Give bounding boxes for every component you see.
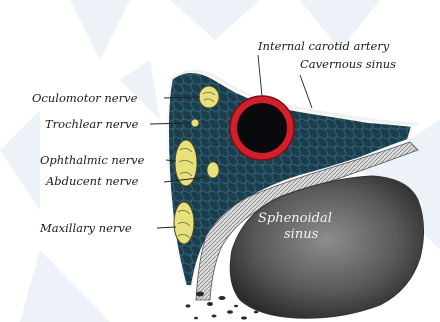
trochlear-nerve	[191, 119, 199, 127]
internal-carotid-artery-lumen	[237, 103, 287, 153]
label-sphenoidal-sinus-line2: sinus	[284, 227, 319, 242]
label-maxillary-nerve: Maxillary nerve	[39, 221, 132, 235]
label-abducent-nerve: Abducent nerve	[45, 174, 139, 188]
label-trochlear-nerve: Trochlear nerve	[45, 117, 139, 131]
label-internal-carotid-artery: Internal carotid artery	[257, 39, 390, 53]
oculomotor-nerve	[199, 86, 219, 108]
maxillary-nerve	[174, 202, 194, 244]
abducent-nerve	[207, 162, 219, 178]
label-ophthalmic-nerve: Ophthalmic nerve	[40, 153, 145, 167]
label-oculomotor-nerve: Oculomotor nerve	[32, 91, 138, 105]
label-cavernous-sinus: Cavernous sinus	[300, 57, 396, 71]
label-sphenoidal-sinus-line1: Sphenoidal	[258, 211, 332, 226]
